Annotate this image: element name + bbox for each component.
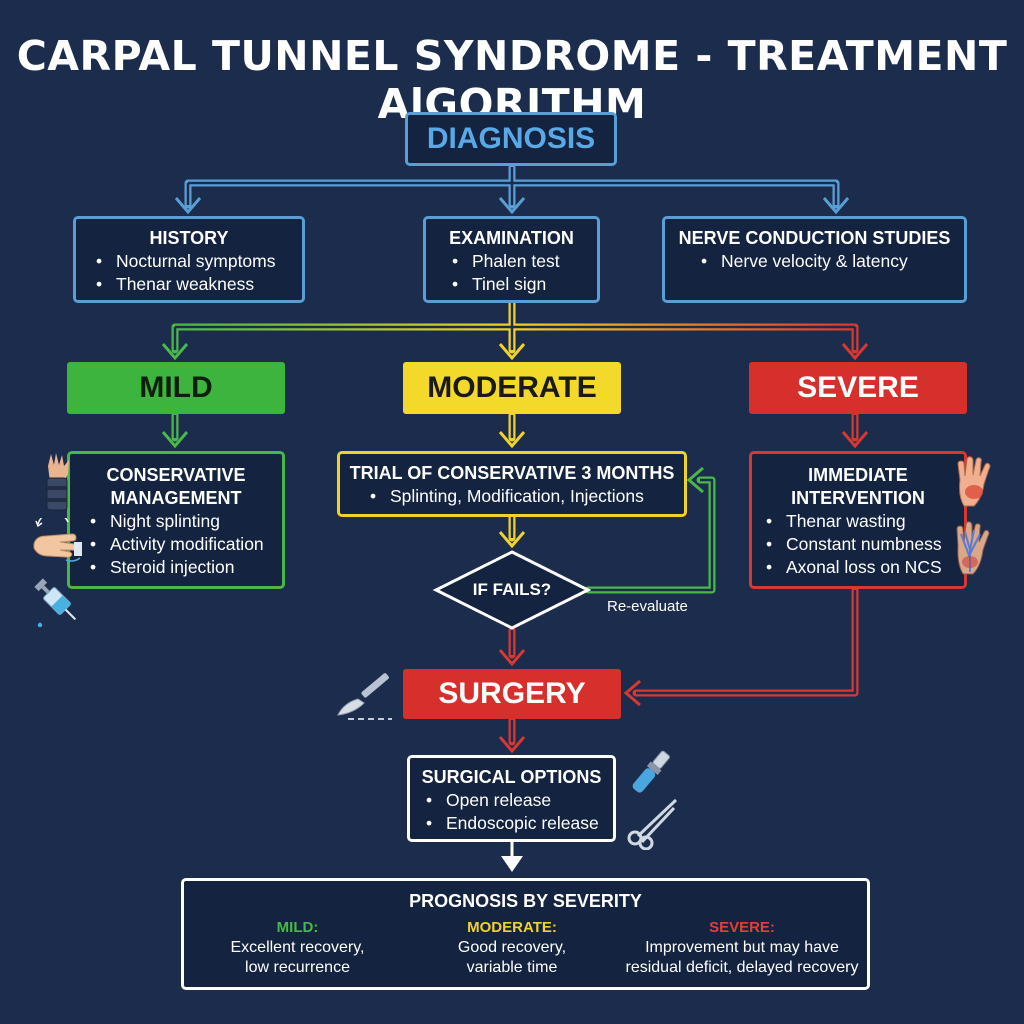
trial-item: Splinting, Modification, Injections <box>370 485 684 508</box>
scalpel-icon <box>337 673 389 716</box>
page-title: CARPAL TUNNEL SYNDROME - TREATMENT AlGOR… <box>16 32 1008 128</box>
ncs-item: Nerve velocity & latency <box>701 250 964 273</box>
conservative-item: Activity modification <box>90 533 282 556</box>
examination-item: Phalen test <box>452 250 597 273</box>
arrowhead <box>501 856 523 872</box>
arrowhead <box>623 679 641 707</box>
conservative-management-box: CONSERVATIVE MANAGEMENT Night splinting … <box>67 451 285 589</box>
arrowhead <box>686 466 704 494</box>
prognosis-moderate-line1: Good recovery, <box>457 939 567 956</box>
diagnosis-box: DIAGNOSIS <box>405 112 617 166</box>
prognosis-moderate-line2: variable time <box>466 959 558 976</box>
surgical-options-title: SURGICAL OPTIONS <box>421 767 602 787</box>
decision-diamond <box>432 550 592 630</box>
wrist-splint-icon <box>46 453 69 511</box>
decision-label: IF FAILS? <box>472 580 552 599</box>
prognosis-mild-head: MILD: <box>276 919 319 936</box>
painful-hand-icon <box>957 456 991 507</box>
arrowhead <box>498 343 526 361</box>
arrowhead <box>174 197 202 215</box>
surgical-option-item: Endoscopic release <box>426 812 613 835</box>
history-item: Nocturnal symptoms <box>96 250 302 273</box>
severe-label: SEVERE <box>749 362 967 414</box>
arrowhead <box>822 197 850 215</box>
surgery-label: SURGERY <box>403 669 621 719</box>
arrowhead <box>841 431 869 449</box>
intervention-title-line2: INTERVENTION <box>791 488 925 508</box>
prognosis-mild: MILD: Excellent recovery, low recurrence <box>190 918 405 978</box>
conservative-item: Night splinting <box>90 510 282 533</box>
scissors-icon <box>627 798 678 850</box>
arrowhead <box>498 197 526 215</box>
trial-title: TRIAL OF CONSERVATIVE 3 MONTHS <box>349 463 675 483</box>
history-item: Thenar weakness <box>96 273 302 296</box>
arrowhead <box>498 736 526 754</box>
conservative-title-line1: CONSERVATIVE <box>106 465 246 485</box>
prognosis-title: PROGNOSIS BY SEVERITY <box>409 891 642 911</box>
arrowhead <box>498 431 526 449</box>
prognosis-severe-line2: residual deficit, delayed recovery <box>625 959 859 976</box>
arrowhead <box>161 343 189 361</box>
history-title: HISTORY <box>149 228 229 248</box>
prognosis-severe-line1: Improvement but may have <box>645 939 839 956</box>
surgical-option-item: Open release <box>426 789 613 812</box>
surgical-tool-icon <box>632 750 670 793</box>
ncs-box: NERVE CONDUCTION STUDIES Nerve velocity … <box>662 216 967 303</box>
examination-title: EXAMINATION <box>449 228 574 248</box>
prognosis-box: PROGNOSIS BY SEVERITY <box>181 878 870 990</box>
ncs-title: NERVE CONDUCTION STUDIES <box>678 228 951 248</box>
examination-box: EXAMINATION Phalen test Tinel sign <box>423 216 600 303</box>
prognosis-moderate: MODERATE: Good recovery, variable time <box>412 918 612 978</box>
arrowhead <box>161 431 189 449</box>
mild-label: MILD <box>67 362 285 414</box>
prognosis-mild-line1: Excellent recovery, <box>230 939 365 956</box>
arrowhead <box>498 531 526 549</box>
examination-item: Tinel sign <box>452 273 597 296</box>
intervention-item: Thenar wasting <box>766 510 964 533</box>
immediate-intervention-box: IMMEDIATE INTERVENTION Thenar wasting Co… <box>749 451 967 589</box>
reevaluate-label: Re-evaluate <box>607 598 688 615</box>
prognosis-moderate-head: MODERATE: <box>467 919 557 936</box>
arrowhead <box>498 649 526 667</box>
intervention-item: Constant numbness <box>766 533 964 556</box>
prognosis-mild-line2: low recurrence <box>245 959 350 976</box>
moderate-label: MODERATE <box>403 362 621 414</box>
surgical-options-box: SURGICAL OPTIONS Open release Endoscopic… <box>407 755 616 842</box>
history-box: HISTORY Nocturnal symptoms Thenar weakne… <box>73 216 305 303</box>
hand-nerve-icon <box>956 521 990 575</box>
conservative-title-line2: MANAGEMENT <box>110 488 242 508</box>
conservative-item: Steroid injection <box>90 556 282 579</box>
prognosis-severe-head: SEVERE: <box>709 919 775 936</box>
prognosis-severe: SEVERE: Improvement but may have residua… <box>617 918 867 978</box>
arrowhead <box>841 343 869 361</box>
intervention-title-line1: IMMEDIATE <box>808 465 908 485</box>
syringe-icon <box>34 578 77 628</box>
trial-conservative-box: TRIAL OF CONSERVATIVE 3 MONTHS Splinting… <box>337 451 687 517</box>
hand-icon <box>33 518 82 562</box>
intervention-item: Axonal loss on NCS <box>766 556 964 579</box>
